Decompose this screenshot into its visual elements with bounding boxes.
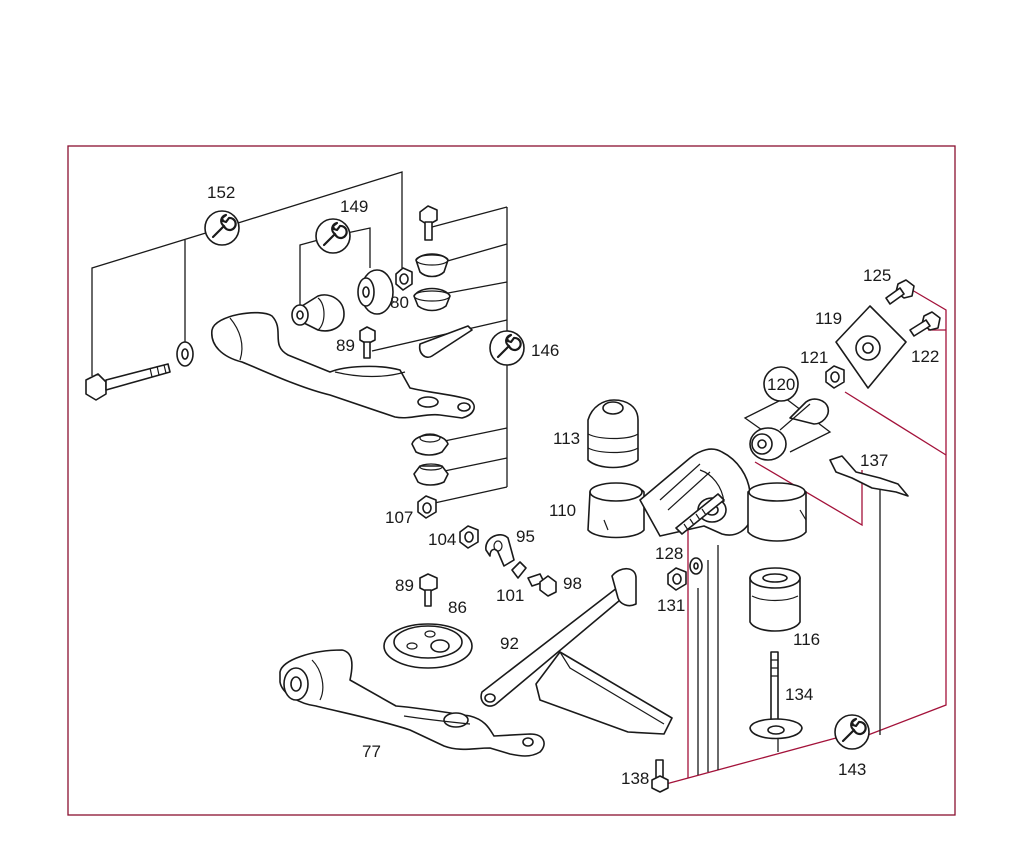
bolt-138 [651,759,669,793]
callout-143[interactable]: 143 [838,760,866,779]
callout-89-upper[interactable]: 89 [336,336,355,355]
wrench-icon [488,329,526,367]
upper-control-arm [211,311,475,419]
callout-107[interactable]: 107 [385,508,413,527]
rubber-cup-upper [415,253,449,278]
callout-138[interactable]: 138 [621,769,649,788]
callout-149[interactable]: 149 [340,197,368,216]
bushing-113 [587,399,639,469]
callout-131[interactable]: 131 [657,596,685,615]
clamp-95 [485,534,515,567]
bolt-98 [527,573,557,597]
callout-98[interactable]: 98 [563,574,582,593]
cross-member [535,651,673,735]
callout-92[interactable]: 92 [500,634,519,653]
bracket-137 [829,455,909,497]
nut-80 [395,267,413,291]
callout-121[interactable]: 121 [800,348,828,367]
callout-104[interactable]: 104 [428,530,456,549]
callout-120[interactable]: 120 [767,375,795,394]
mount-plate-119 [835,305,907,389]
rubber-cup-bottom [413,463,449,486]
washer-101 [511,561,527,579]
rubber-cup-middle [413,287,451,312]
callout-circle-120 [763,366,799,402]
lower-control-arm-77 [279,649,545,757]
callout-152[interactable]: 152 [207,183,235,202]
callout-116[interactable]: 116 [793,630,820,649]
rubber-bushing-149b [357,269,394,315]
bolt-89-upper [359,326,376,359]
wrench-icon [203,209,241,247]
bolt-125 [885,279,915,305]
callout-80[interactable]: 80 [390,293,409,312]
callout-113[interactable]: 113 [553,429,580,448]
spring-plate-86 [383,623,473,669]
callout-125[interactable]: 125 [863,266,891,285]
stud-bolt [675,493,725,535]
callout-128[interactable]: 128 [655,544,683,563]
diagram-frame [67,145,956,816]
nut-121 [825,365,845,389]
callout-110[interactable]: 110 [549,501,576,520]
callout-137[interactable]: 137 [860,451,888,470]
nut-107 [417,495,437,519]
rubber-cup-lower [411,433,449,456]
callout-labels: 152 149 80 89 146 113 110 107 104 95 101… [207,183,939,788]
callout-77[interactable]: 77 [362,742,381,761]
wrench-icon [314,217,352,255]
bushing-120 [749,398,830,461]
long-bolt [85,363,171,401]
bolt-top [419,205,438,241]
nut-131 [667,567,687,591]
callout-119[interactable]: 119 [815,309,842,328]
wrench-icon [833,713,871,751]
callout-86[interactable]: 86 [448,598,467,617]
bolt-122 [909,311,941,337]
stud-134 [749,651,803,740]
callout-122[interactable]: 122 [911,347,939,366]
mount-plate [418,325,473,359]
bushing-116 [749,567,801,632]
callout-95[interactable]: 95 [516,527,535,546]
bolt-89-lower [419,573,438,607]
nut-104 [459,525,479,549]
callout-101[interactable]: 101 [496,586,524,605]
callout-89-lower[interactable]: 89 [395,576,414,595]
callout-134[interactable]: 134 [785,685,813,704]
rubber-bushing-149 [291,294,345,332]
leader-lines [91,171,947,785]
strut-rod-92 [480,567,637,707]
callout-146[interactable]: 146 [531,341,559,360]
